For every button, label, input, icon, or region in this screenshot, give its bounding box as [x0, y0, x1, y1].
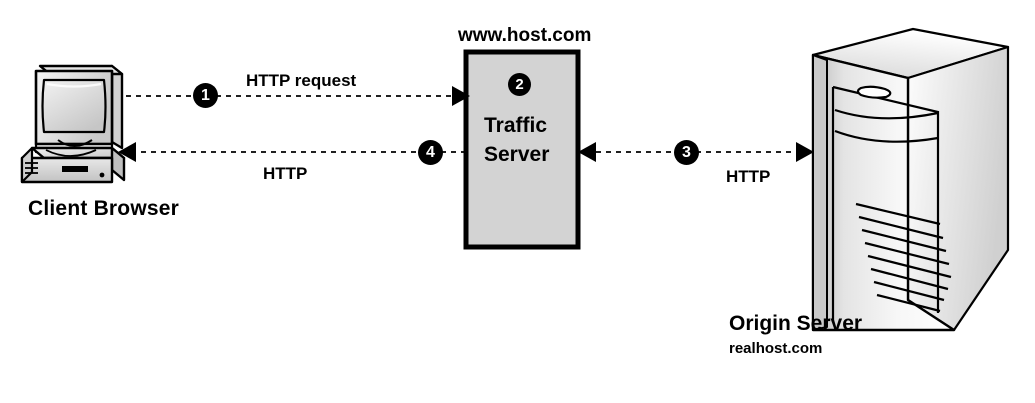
connector-4-http-response: [118, 142, 466, 162]
flow-1-label: HTTP request: [246, 71, 357, 90]
traffic-server-title-line1: Traffic: [484, 114, 548, 137]
connector-1-http-request: [126, 86, 470, 106]
step-badge-1: 1: [193, 83, 218, 108]
server-tower-icon: [811, 27, 1010, 332]
client-browser-label: Client Browser: [28, 197, 179, 220]
desktop-computer-icon: [20, 64, 126, 184]
traffic-server-title-line2: Server: [484, 143, 550, 166]
traffic-server-domain-label: www.host.com: [458, 25, 592, 46]
step-badge-2: 2: [508, 73, 531, 96]
flow-3-label: HTTP: [726, 167, 771, 186]
origin-server-label: Origin Server: [729, 312, 863, 335]
flow-4-label: HTTP: [263, 164, 308, 183]
origin-server-host-label: realhost.com: [729, 340, 823, 357]
step-badge-3: 3: [674, 140, 699, 165]
step-badge-4: 4: [418, 140, 443, 165]
